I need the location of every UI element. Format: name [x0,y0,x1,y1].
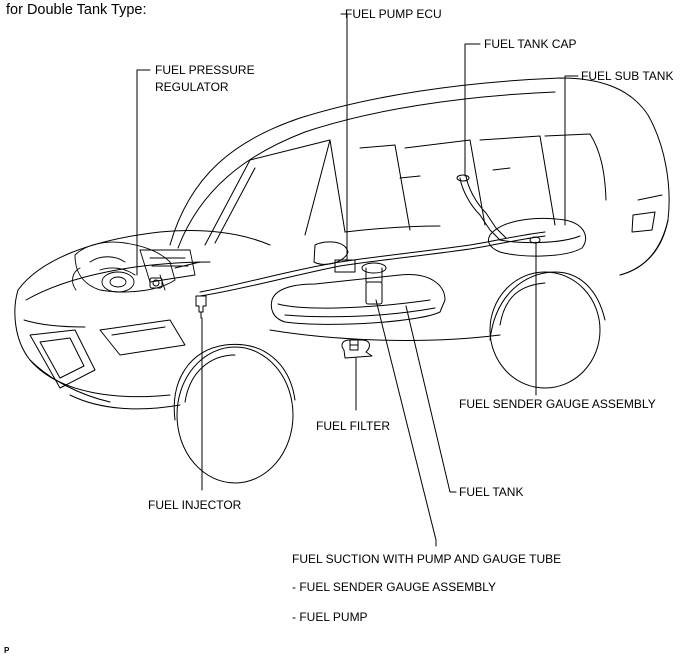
label-fuel-pressure-regulator-line2: REGULATOR [155,80,229,94]
label-sub-item-fuel-sender-gauge-assembly: - FUEL SENDER GAUGE ASSEMBLY [292,580,497,594]
engine-assembly [72,241,201,293]
label-fuel-injector: FUEL INJECTOR [148,498,242,512]
fuel-filter-part [341,339,373,359]
label-fuel-pump-ecu: FUEL PUMP ECU [345,7,442,21]
label-sub-item-fuel-pump: - FUEL PUMP [292,610,368,624]
fuel-tank-assembly [199,174,587,325]
label-fuel-suction-with-pump-and-gauge-tube: FUEL SUCTION WITH PUMP AND GAUGE TUBE [292,552,562,566]
vehicle-body-outline [14,77,670,410]
label-fuel-pressure-regulator-line1: FUEL PRESSURE [155,63,255,77]
rear-wheel [489,271,606,389]
label-fuel-sender-gauge-assembly: FUEL SENDER GAUGE ASSEMBLY [459,397,656,411]
label-fuel-sub-tank: FUEL SUB TANK [581,69,674,83]
fuel-pressure-regulator-part [149,277,163,289]
leader-lines [136,13,579,547]
label-fuel-tank: FUEL TANK [459,485,524,499]
page-heading: for Double Tank Type: [6,2,147,18]
label-fuel-tank-cap: FUEL TANK CAP [484,37,577,51]
label-fuel-filter: FUEL FILTER [316,419,391,433]
fuel-injector-part [195,295,207,319]
front-wheel [173,343,296,484]
page-marker: P [4,646,10,655]
